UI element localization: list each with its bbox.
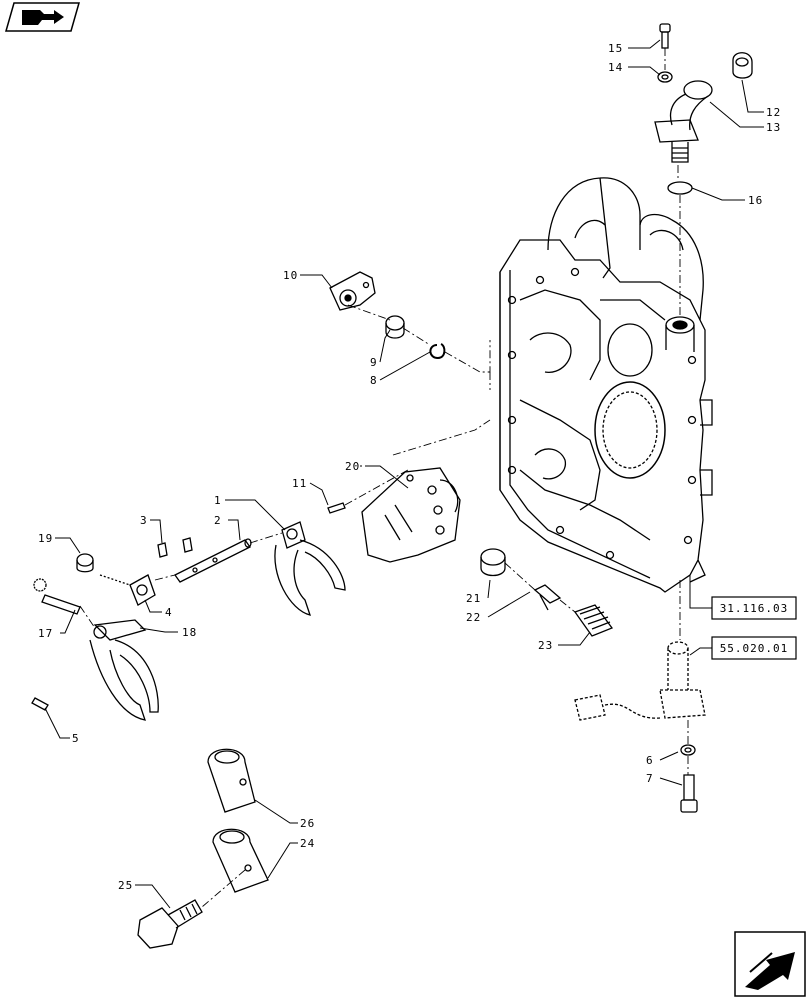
- callout-16: 16: [748, 194, 763, 207]
- part-15-screw: [659, 23, 671, 49]
- part-17-detent: [33, 578, 81, 615]
- callout-22: 22: [466, 611, 481, 624]
- part-26-clamp: [207, 748, 256, 813]
- part-24-clamp: [212, 828, 269, 893]
- part-6-washer: [680, 744, 696, 756]
- callout-18: 18: [182, 626, 197, 639]
- part-19-plug: [76, 553, 94, 573]
- part-11-pin: [327, 502, 346, 514]
- callout-25: 25: [118, 879, 133, 892]
- ref-harness-label: 55.020.01: [720, 642, 789, 655]
- callout-9: 9: [370, 356, 378, 369]
- book-arrow-icon[interactable]: [5, 2, 80, 32]
- part-16-o-ring: [667, 181, 693, 195]
- callout-7: 7: [646, 772, 654, 785]
- part-12-spacer: [732, 52, 753, 79]
- callout-14: 14: [608, 61, 623, 74]
- callout-11: 11: [292, 477, 307, 490]
- callout-6: 6: [646, 754, 654, 767]
- transmission-housing: [499, 177, 713, 593]
- part-25-bolt: [137, 899, 203, 949]
- callout-8: 8: [370, 374, 378, 387]
- ref-box-housing[interactable]: 31.116.03: [711, 596, 797, 620]
- callout-3: 3: [140, 514, 148, 527]
- part-13-elbow-tube: [654, 80, 713, 163]
- part-2-shift-rod: [174, 538, 252, 583]
- ref-box-harness[interactable]: 55.020.01: [711, 636, 797, 660]
- part-20-gate-plate: [361, 467, 461, 563]
- callout-24: 24: [300, 837, 315, 850]
- part-23-spring: [573, 604, 614, 637]
- ref-housing-label: 31.116.03: [720, 602, 789, 615]
- callout-1: 1: [214, 494, 222, 507]
- part-8-circlip: [429, 343, 446, 360]
- part-3-pins: [157, 537, 193, 558]
- callout-2: 2: [214, 514, 222, 527]
- part-14-washer: [657, 71, 673, 83]
- part-9-bushing: [385, 315, 405, 339]
- part-1-selector-fork: [274, 521, 346, 616]
- part-4-block: [99, 574, 156, 606]
- callout-13: 13: [766, 121, 781, 134]
- callout-19: 19: [38, 532, 53, 545]
- callout-4: 4: [165, 606, 173, 619]
- part-21-plug: [480, 548, 506, 577]
- sensor-harness: [574, 641, 706, 721]
- callout-5: 5: [72, 732, 80, 745]
- next-page-arrow-icon[interactable]: [734, 931, 806, 997]
- leader-lines: [44, 39, 764, 909]
- part-18-fork: [89, 619, 159, 721]
- callout-17: 17: [38, 627, 53, 640]
- parts: [31, 23, 753, 949]
- assembly-lines: [79, 48, 689, 908]
- callout-20: 20: [345, 460, 360, 473]
- callout-21: 21: [466, 592, 481, 605]
- callout-10: 10: [283, 269, 298, 282]
- callout-26: 26: [300, 817, 315, 830]
- callout-15: 15: [608, 42, 623, 55]
- part-7-bolt: [680, 774, 698, 813]
- callout-labels: 15 14 12 13 16 10 9 8 11 20 1 2 3 19 4 1…: [38, 42, 781, 892]
- part-22-plunger: [533, 584, 562, 611]
- part-10-pivot-bracket: [329, 271, 376, 311]
- callout-12: 12: [766, 106, 781, 119]
- callout-23: 23: [538, 639, 553, 652]
- part-5-roll-pin: [31, 697, 49, 711]
